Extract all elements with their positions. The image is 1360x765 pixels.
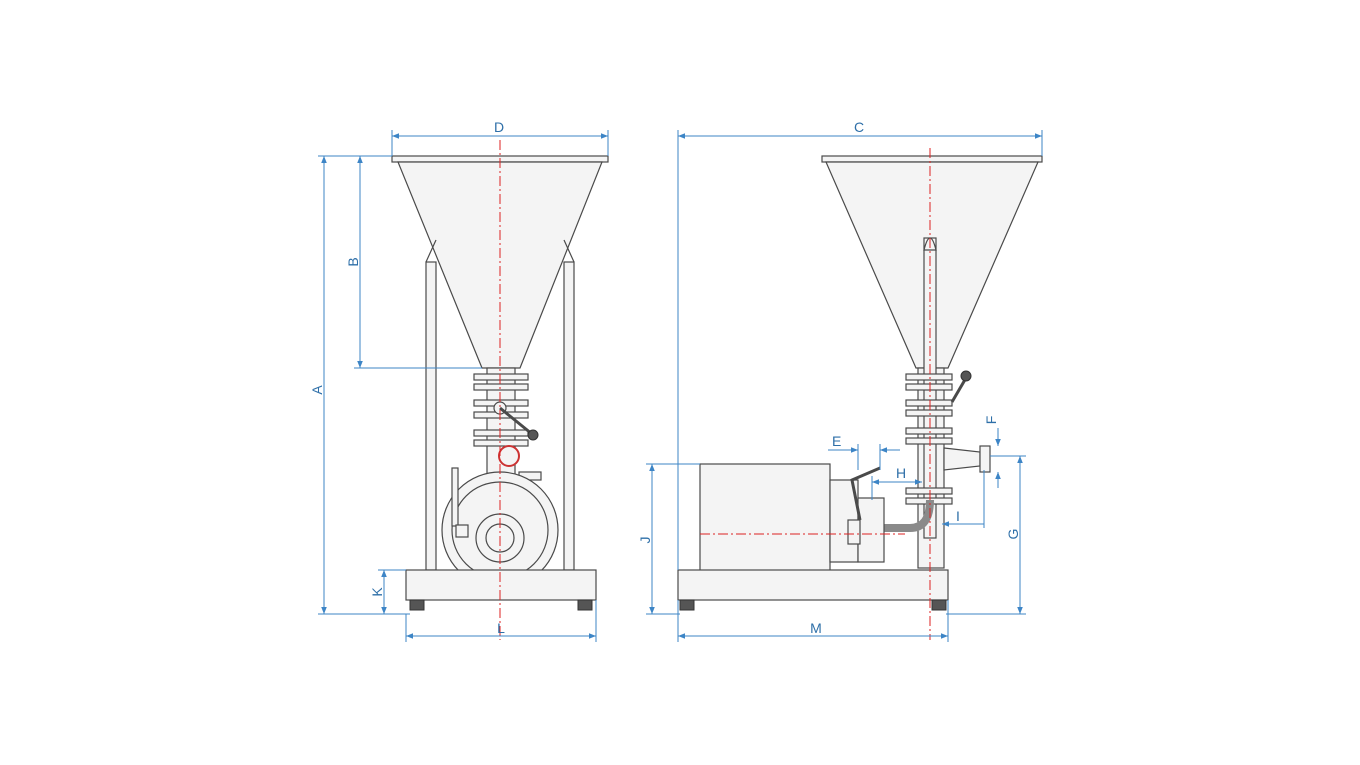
label-h: H (896, 465, 906, 481)
dimensions (318, 130, 1043, 642)
label-k: K (369, 587, 385, 597)
dimension-letters: D C A B K L M J G F E H I (309, 119, 1021, 636)
label-c: C (854, 119, 864, 135)
front-view (391, 140, 609, 640)
side-view (677, 148, 1043, 640)
label-d: D (494, 119, 504, 135)
label-l: L (497, 620, 505, 636)
label-m: M (810, 620, 822, 636)
label-e: E (832, 433, 841, 449)
label-g: G (1005, 529, 1021, 540)
label-i: I (956, 508, 960, 524)
front-base (405, 569, 597, 611)
label-a: A (309, 385, 325, 395)
label-b: B (345, 257, 361, 266)
side-column (880, 237, 991, 569)
side-motor (699, 463, 885, 573)
label-f: F (983, 416, 999, 425)
side-base (677, 569, 949, 611)
label-j: J (637, 537, 653, 544)
